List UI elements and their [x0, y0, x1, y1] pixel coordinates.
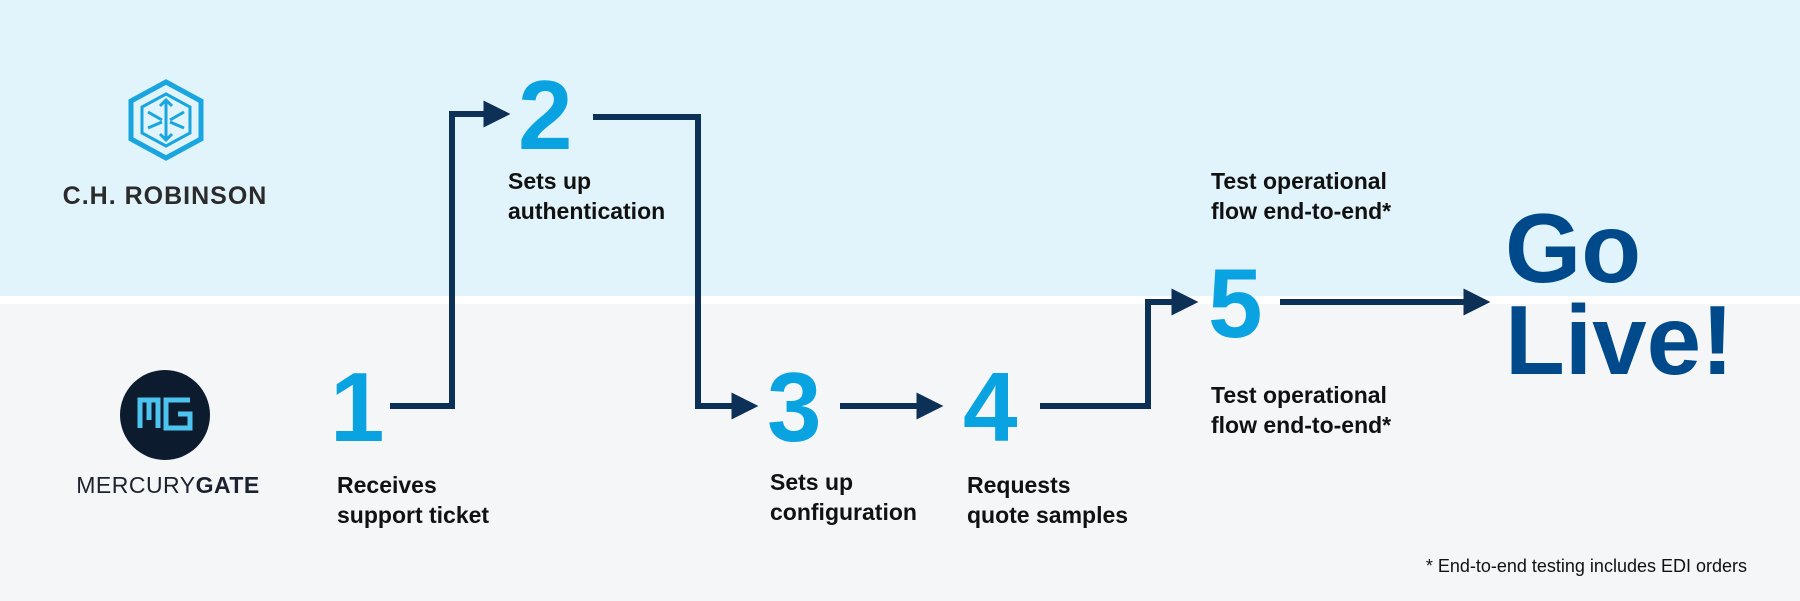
- chr-logo-text: C.H. ROBINSON: [62, 182, 268, 210]
- step-3-label: Sets up configuration: [770, 467, 917, 527]
- arrow-1-to-2: [390, 100, 511, 409]
- go-live-line-1: Go: [1505, 193, 1642, 303]
- step-1-label: Receives support ticket: [337, 470, 489, 530]
- step-4-label: Requests quote samples: [967, 470, 1128, 530]
- step-5-top-label-line-2: flow end-to-end*: [1211, 198, 1392, 224]
- step-5-top-label: Test operational flow end-to-end*: [1211, 166, 1391, 226]
- arrow-2-to-3: [593, 114, 759, 420]
- step-3-label-line-2: configuration: [770, 499, 917, 525]
- step-3-number: 3: [767, 352, 822, 462]
- step-5-bottom-label-line-1: Test operational: [1211, 382, 1387, 408]
- step-1-number: 1: [330, 352, 385, 462]
- arrow-4-to-5: [1040, 288, 1199, 409]
- top-lane-background: [0, 0, 1800, 296]
- cube-icon: [128, 79, 204, 161]
- mg-word-2: GATE: [195, 472, 260, 498]
- step-2-label: Sets up authentication: [508, 166, 665, 226]
- bottom-lane-background: [0, 304, 1800, 601]
- step-5-bottom-label: Test operational flow end-to-end*: [1211, 380, 1391, 440]
- step-4-label-line-1: Requests: [967, 472, 1071, 498]
- step-1-label-line-1: Receives: [337, 472, 437, 498]
- go-live-heading: Go Live!: [1505, 193, 1734, 395]
- step-5-number: 5: [1208, 248, 1263, 358]
- step-5-bottom-label-line-2: flow end-to-end*: [1211, 412, 1392, 438]
- step-2-label-line-1: Sets up: [508, 168, 592, 194]
- go-live-line-2: Live!: [1505, 285, 1734, 395]
- footnote: * End-to-end testing includes EDI orders: [1425, 556, 1747, 576]
- mercurygate-logo-text: MERCURYGATE: [68, 472, 268, 499]
- mercurygate-logo: MERCURYGATE: [60, 370, 270, 500]
- lane-divider: [0, 296, 1800, 304]
- step-4-number: 4: [963, 352, 1018, 462]
- step-4-label-line-2: quote samples: [967, 502, 1129, 528]
- step-3-label-line-1: Sets up: [770, 469, 854, 495]
- step-2-label-line-2: authentication: [508, 198, 666, 224]
- chr-logo: C.H. ROBINSON: [60, 78, 270, 218]
- step-1-label-line-2: support ticket: [337, 502, 490, 528]
- mg-monogram-icon: [120, 370, 210, 460]
- step-2-number: 2: [518, 60, 573, 170]
- mg-word-1: MERCURY: [76, 472, 196, 498]
- step-5-top-label-line-1: Test operational: [1211, 168, 1387, 194]
